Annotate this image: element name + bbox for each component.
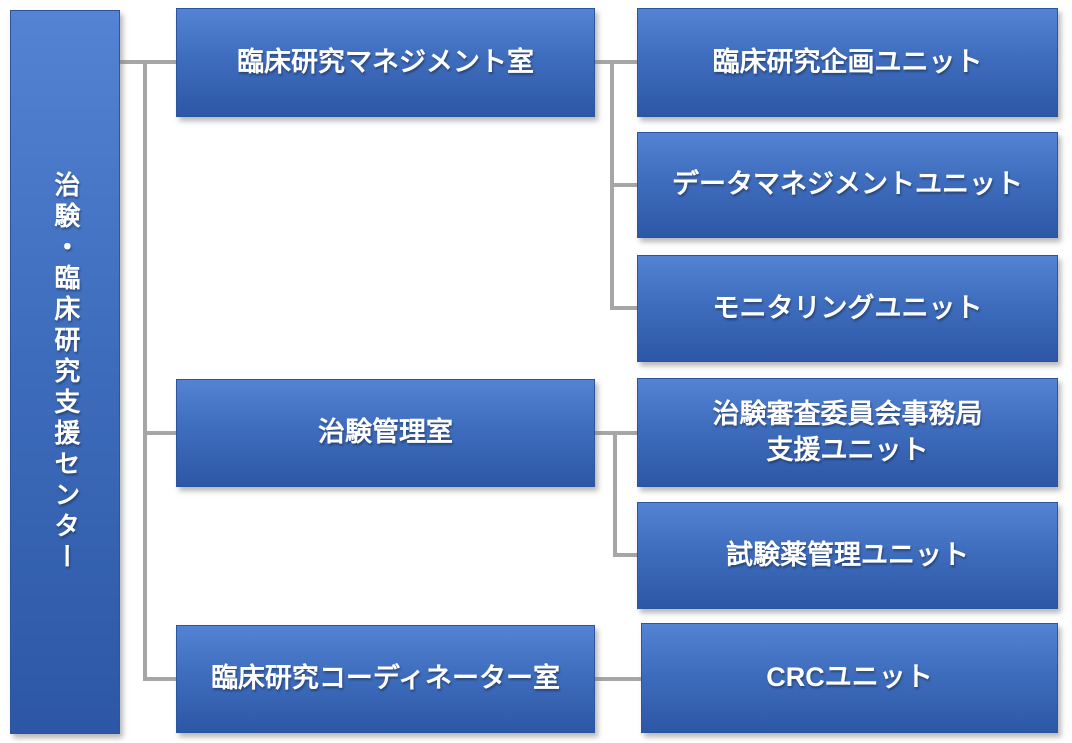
org-box-label: データマネジメントユニット xyxy=(672,169,1023,200)
org-box-center-root: 治験・臨床研究支援センター xyxy=(10,10,120,734)
org-box-office-clinical-trial-management: 治験管理室 xyxy=(176,379,595,487)
org-box-office-clinical-research-management: 臨床研究マネジメント室 xyxy=(176,8,595,117)
connector-root-to-trunk xyxy=(120,60,176,64)
connector-trunk-to-office-3 xyxy=(147,677,176,681)
org-box-unit-crc: CRCユニット xyxy=(641,623,1058,733)
org-box-label: 治験審査委員会事務局 支援ユニット xyxy=(712,399,983,465)
connector-trunk-to-office-2 xyxy=(147,431,176,435)
connector-right-trunk-1 xyxy=(610,60,614,310)
org-box-label: CRCユニット xyxy=(766,662,933,693)
org-box-label: 試験薬管理ユニット xyxy=(726,539,969,570)
connector-right-trunk-2 xyxy=(613,431,617,557)
connector-office3-to-unit6 xyxy=(595,677,641,681)
connector-trunk-to-unit-3 xyxy=(614,306,637,310)
org-box-unit-monitoring: モニタリングユニット xyxy=(637,255,1058,362)
org-box-label: 臨床研究コーディネーター室 xyxy=(210,663,561,694)
org-box-label: 治験・臨床研究支援センター xyxy=(50,170,81,574)
connector-trunk-to-unit-5 xyxy=(617,553,637,557)
org-box-unit-irb-secretariat-support: 治験審査委員会事務局 支援ユニット xyxy=(637,378,1058,487)
org-box-unit-data-management: データマネジメントユニット xyxy=(637,132,1058,238)
org-box-unit-planning: 臨床研究企画ユニット xyxy=(637,8,1058,117)
org-box-label: モニタリングユニット xyxy=(712,292,983,323)
org-box-label: 臨床研究マネジメント室 xyxy=(237,46,534,77)
connector-left-trunk xyxy=(143,60,147,681)
org-box-office-crc: 臨床研究コーディネーター室 xyxy=(176,625,595,733)
connector-trunk-to-unit-2 xyxy=(614,183,637,187)
org-box-unit-investigational-drug-management: 試験薬管理ユニット xyxy=(637,502,1058,609)
org-box-label: 治験管理室 xyxy=(318,417,453,448)
org-box-label: 臨床研究企画ユニット xyxy=(712,46,983,77)
connector-office1-to-unit1 xyxy=(595,60,637,64)
